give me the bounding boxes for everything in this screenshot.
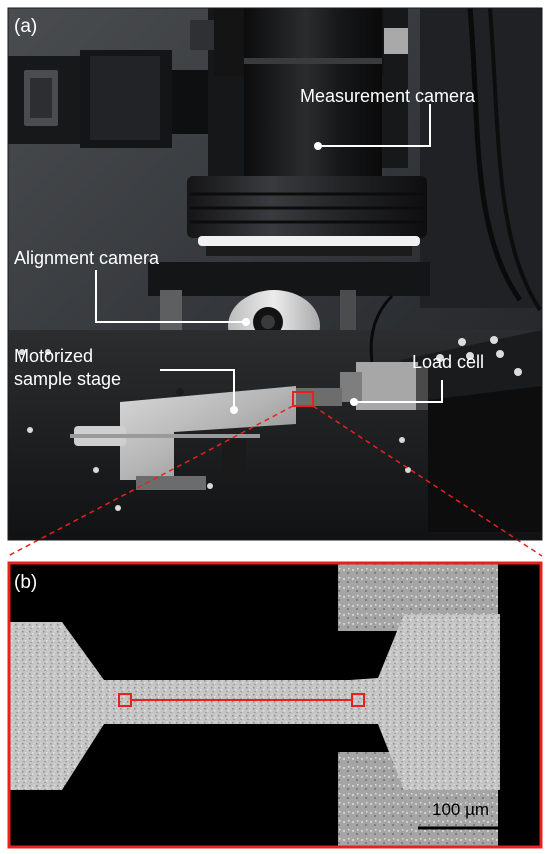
cable [467, 8, 523, 302]
specimen-holder [296, 388, 342, 406]
measurement-camera-body [244, 8, 382, 180]
motorized-sample-stage [70, 386, 296, 490]
sample-highlight-box [292, 391, 314, 407]
callout-dot-motorized-stage [230, 406, 238, 414]
scale-bar-label: 100 µm [432, 800, 489, 819]
label-motorized-stage-line2: sample stage [14, 369, 121, 389]
callout-line-alignment-camera [95, 270, 246, 323]
zoom-line-right [312, 405, 543, 557]
label-measurement-camera: Measurement camera [300, 86, 476, 106]
callout-dot-measurement-camera [314, 142, 322, 150]
panel-a: Measurement camera Alignment camera Moto… [8, 8, 542, 540]
callout-line-motorized-stage [160, 369, 235, 410]
callout-dot-load-cell [350, 398, 358, 406]
panel-b-label: (b) [14, 572, 37, 593]
callout-line-measurement-camera [318, 104, 431, 147]
measurement-camera-band [244, 58, 382, 64]
callout-line-load-cell [354, 380, 443, 403]
load-cell-stage [400, 330, 542, 532]
table-holes [19, 349, 411, 511]
dogbone-specimen [9, 614, 500, 790]
callout-dot-alignment-camera [242, 318, 250, 326]
callout-lines [95, 104, 443, 414]
label-alignment-camera: Alignment camera [14, 248, 160, 268]
objective-ring [187, 176, 427, 256]
panel-b-border [7, 561, 543, 849]
label-motorized-stage-line1: Motorized [14, 346, 93, 366]
top-plate [148, 262, 430, 296]
panel-a-label: (a) [14, 16, 37, 37]
panel-a-border [7, 7, 543, 541]
panel-b: 100 µm (b) [9, 563, 541, 847]
cable [488, 8, 542, 312]
label-load-cell: Load cell [412, 352, 484, 372]
